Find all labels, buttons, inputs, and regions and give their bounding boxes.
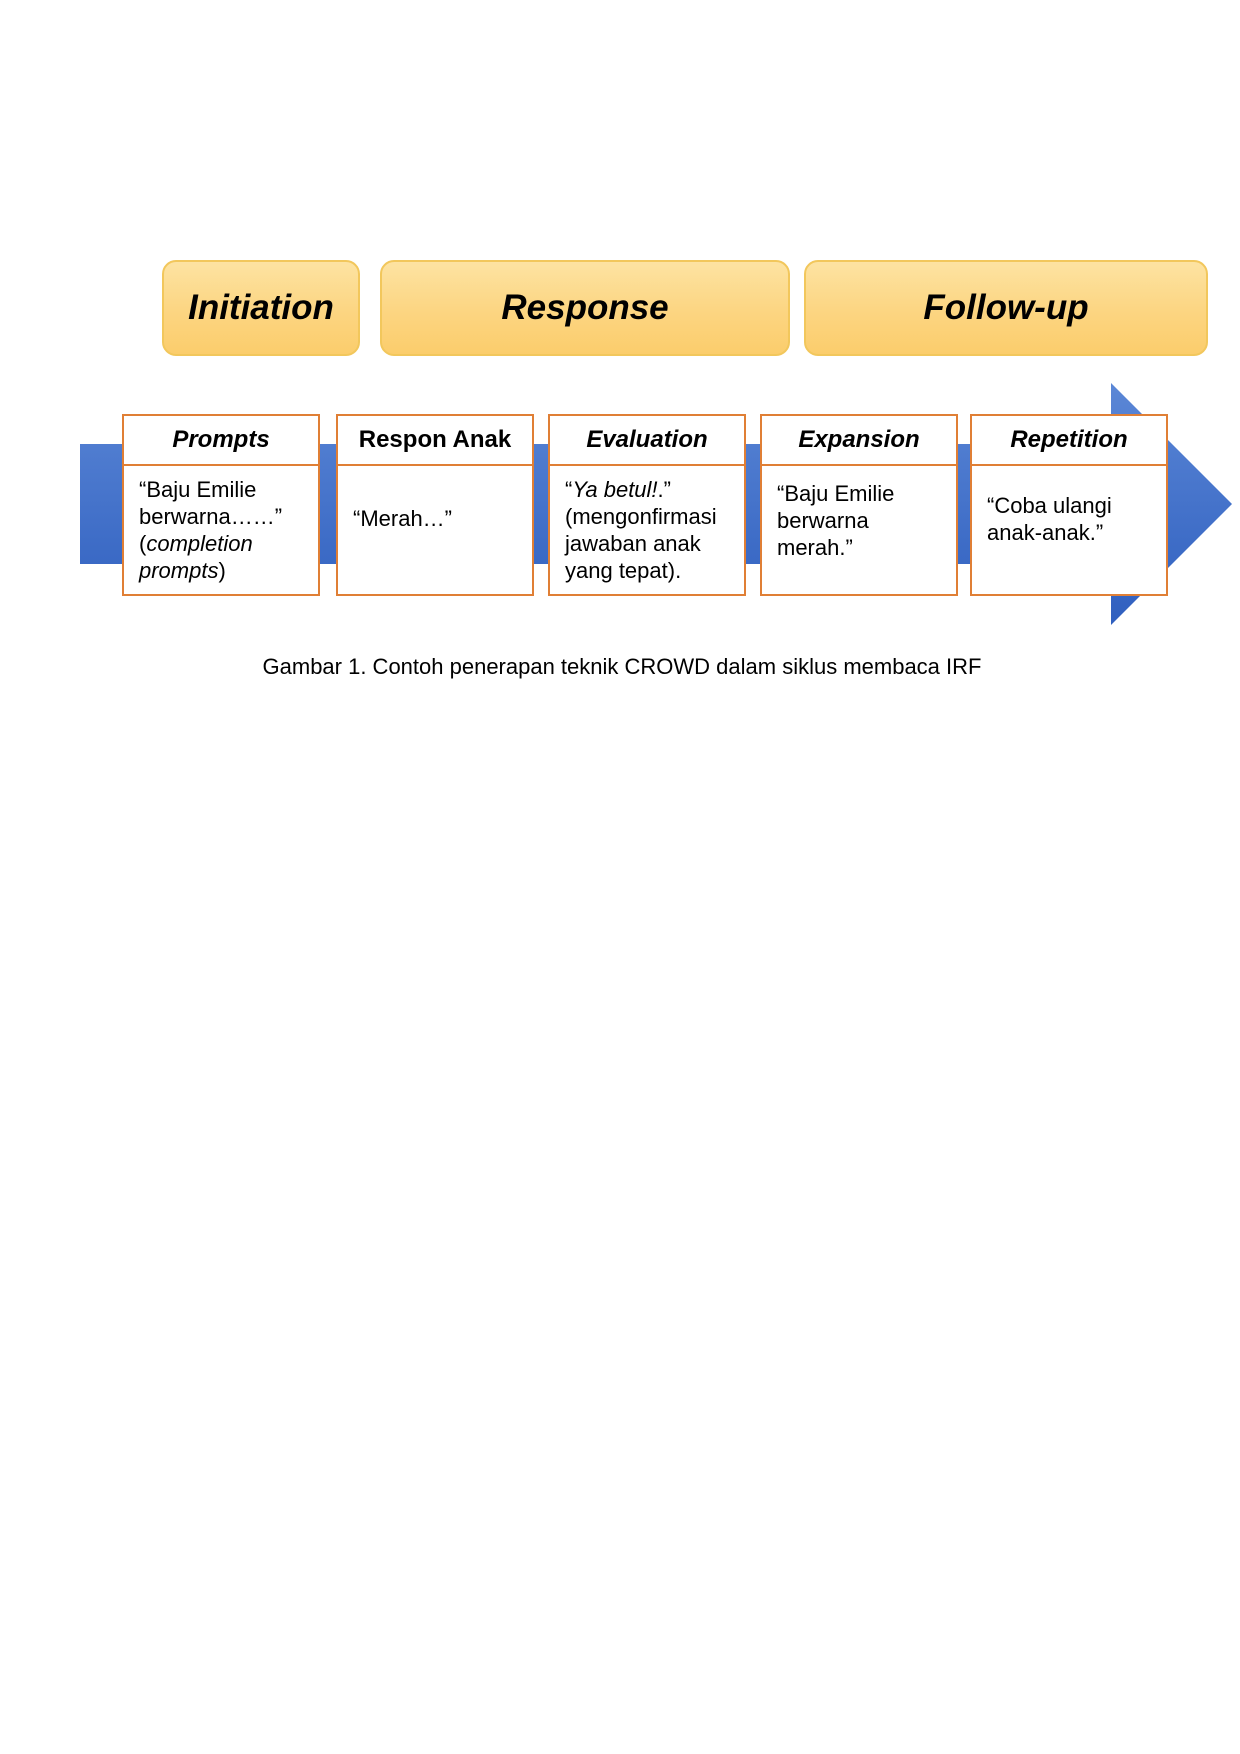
step-text-line: yang tepat). [565, 558, 682, 583]
figure-caption: Gambar 1. Contoh penerapan teknik CROWD … [262, 654, 982, 679]
step-text-line: “Merah…” [353, 506, 453, 531]
step-body-respon-anak: “Merah…” [353, 505, 526, 532]
step-card-prompts: Prompts “Baju Emilie berwarna……” (comple… [122, 414, 320, 596]
step-title-prompts: Prompts [124, 416, 318, 466]
phase-follow-up-label: Follow-up [923, 288, 1089, 327]
step-title-evaluation: Evaluation [550, 416, 744, 466]
step-text-line: “Baju Emilie [777, 481, 895, 506]
step-body-expansion: “Baju Emilie berwarna merah.” [777, 480, 950, 561]
phase-follow-up: Follow-up [804, 260, 1208, 356]
phase-initiation: Initiation [162, 260, 360, 356]
step-text-line: merah.” [777, 535, 853, 560]
step-body-evaluation: “Ya betul!.” (mengonfirmasi jawaban anak… [565, 476, 738, 584]
step-card-evaluation: Evaluation “Ya betul!.” (mengonfirmasi j… [548, 414, 746, 596]
step-title-repetition: Repetition [972, 416, 1166, 466]
step-text-line: prompts) [139, 558, 226, 583]
phase-response-label: Response [501, 288, 669, 327]
step-title-expansion: Expansion [762, 416, 956, 466]
step-text-line: jawaban anak [565, 531, 701, 556]
step-card-repetition: Repetition “Coba ulangi anak-anak.” [970, 414, 1168, 596]
phase-initiation-label: Initiation [188, 288, 334, 327]
step-card-expansion: Expansion “Baju Emilie berwarna merah.” [760, 414, 958, 596]
step-text-line: “Coba ulangi [987, 493, 1112, 518]
step-text-line: berwarna [777, 508, 869, 533]
step-body-repetition: “Coba ulangi anak-anak.” [987, 492, 1160, 546]
phase-response: Response [380, 260, 790, 356]
step-body-prompts: “Baju Emilie berwarna……” (completion pro… [139, 476, 312, 584]
step-text-line: anak-anak.” [987, 520, 1104, 545]
step-text-line: (mengonfirmasi [565, 504, 717, 529]
step-text-line: berwarna……” [139, 504, 283, 529]
step-title-respon-anak: Respon Anak [338, 416, 532, 466]
step-card-respon-anak: Respon Anak “Merah…” [336, 414, 534, 596]
step-text-line: (completion [139, 531, 253, 556]
step-text-line: “Ya betul!.” [565, 477, 671, 502]
step-text-line: “Baju Emilie [139, 477, 257, 502]
